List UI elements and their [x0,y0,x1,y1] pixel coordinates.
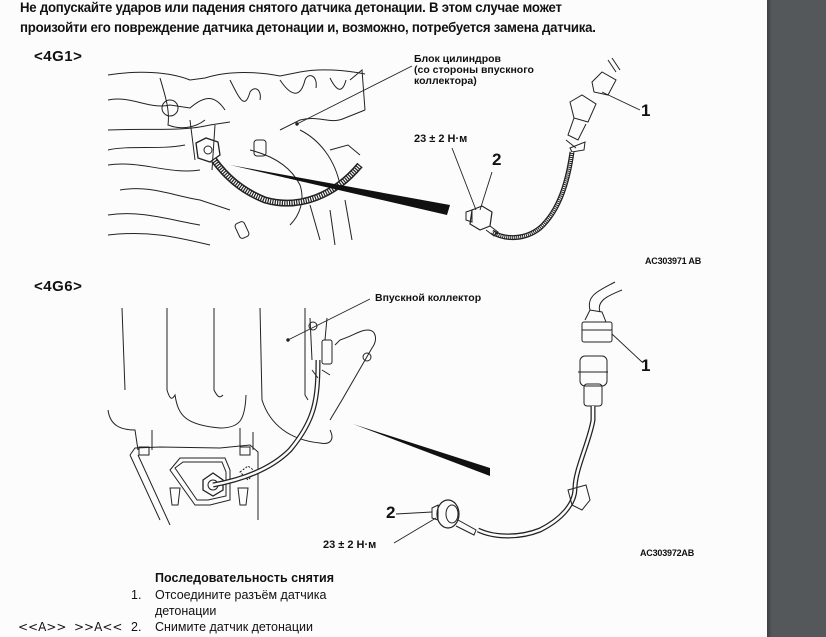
side-panel-edge [767,0,772,637]
figure-4g1-sensor-drawing [451,57,641,240]
illustrations [107,57,643,544]
warning-text: Не допускайте ударов или падения снятого… [20,0,708,38]
step-2-text: Снимите датчик детонации [155,620,313,634]
document-page: Не допускайте ударов или падения снятого… [18,0,708,634]
engine-tag-4g1: <4G1> [34,48,83,65]
warning-line-2: произойти его повреждение датчика детона… [20,20,596,36]
viewer-side-panel [767,0,826,637]
torque-label-4g6: 23 ± 2 Н·м [323,539,377,551]
step-text-line: Отсоедините разъём датчика [155,588,327,602]
callout-line: коллектора) [414,75,477,87]
figure-4g6-sensor-drawing [393,281,643,544]
figure-4g1-engine-drawing [107,65,413,246]
part-number-1-4g1: 1 [641,101,651,120]
callout-intake-manifold: Впускной коллектор [375,292,482,304]
figure-4g6-engine-drawing [107,298,376,526]
figure-ref-code-4g6: AC303972AB [640,548,695,558]
pointer-wedge-4g6 [353,424,490,476]
step-text-line: детонации [155,604,217,618]
part-number-1-4g6: 1 [641,356,651,375]
pointer-wedge-4g1 [230,165,450,215]
figure-ref-code-4g1: AC303971 AB [645,256,701,266]
removal-sequence-title: Последовательность снятия [155,571,335,585]
part-number-2-4g1: 2 [492,150,502,169]
step-2-number: 2. [131,620,142,634]
engine-tag-4g6: <4G6> [34,278,83,295]
remove-mark: >>A<< [74,620,123,634]
callout-cylinder-block: Блок цилиндров (со стороны впускного кол… [414,54,534,87]
torque-label-4g1: 23 ± 2 Н·м [414,133,468,145]
install-mark: <<A>> [18,620,67,634]
part-number-2-4g6: 2 [386,503,396,522]
step-1-number: 1. [131,588,142,602]
warning-line-1: Не допускайте ударов или падения снятого… [20,0,562,16]
callout-line: (со стороны впускного [414,64,534,76]
callout-line: Блок цилиндров [414,53,501,65]
step-1-text: Отсоедините разъём датчика детонации [155,587,326,619]
